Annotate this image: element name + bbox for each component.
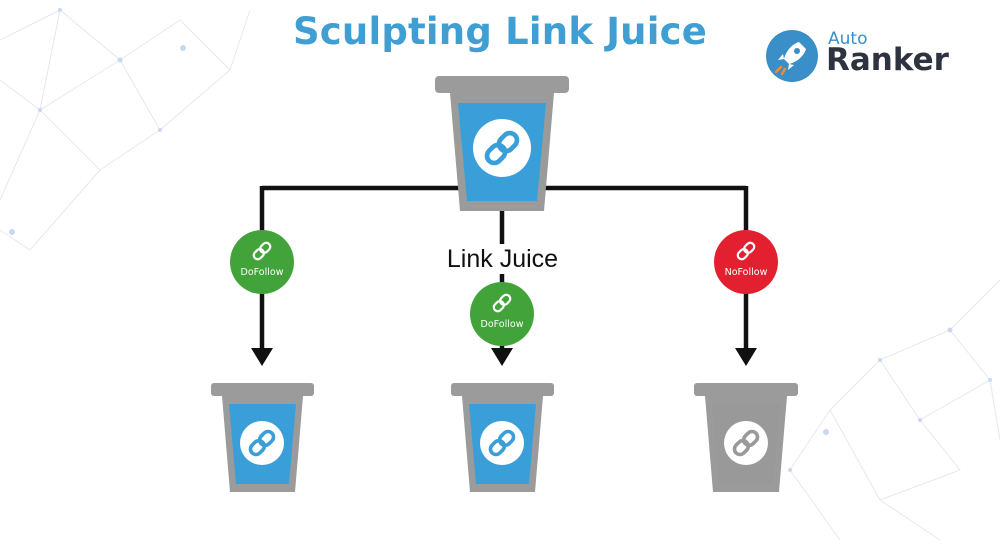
link-icon [736,241,756,261]
logo-mark [766,30,818,82]
right-arrowhead [735,348,757,366]
logo-text-auto: Auto [828,29,868,49]
nofollow-badge-right: NoFollow [714,230,778,294]
badge-label: NoFollow [724,267,768,278]
left-arrowhead [251,348,273,366]
source-cup [435,76,569,211]
left-target-cup [211,383,314,492]
center-arrowhead [491,348,513,366]
page-title: Sculpting Link Juice [292,10,708,53]
link-icon [252,241,272,261]
logo-text-ranker: Ranker [826,42,949,78]
dofollow-badge-left: DoFollow [230,230,294,294]
rocket-icon [774,42,806,76]
badge-label: DoFollow [480,319,524,330]
link-icon [492,293,512,313]
link-juice-label: Link Juice [430,244,575,274]
badge-label: DoFollow [240,267,284,278]
dofollow-badge-center: DoFollow [470,282,534,346]
arrowheads [251,348,757,366]
center-target-cup [451,383,554,492]
right-target-cup [694,383,798,492]
autoranker-logo: Auto Ranker [766,28,966,88]
